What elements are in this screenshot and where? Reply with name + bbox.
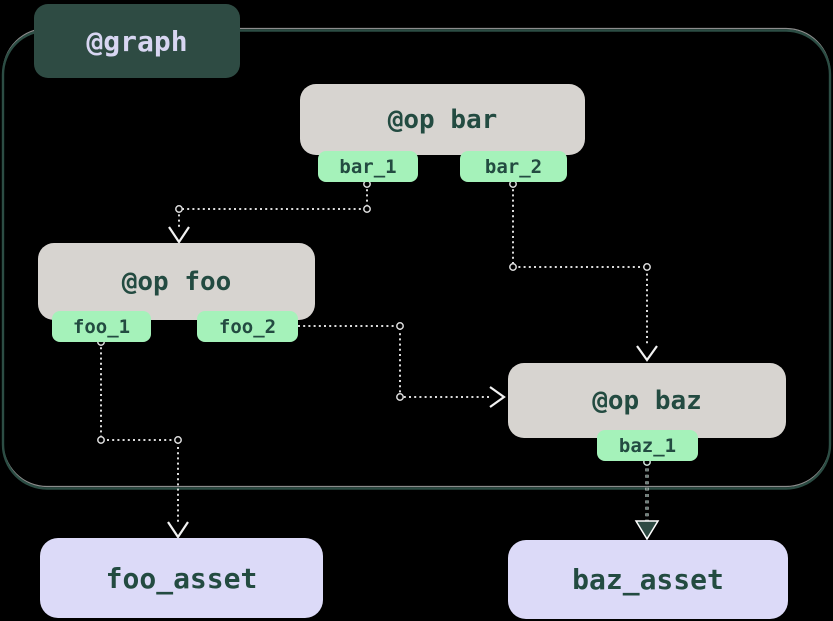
open-arrowhead-down-icon (168, 226, 190, 244)
op-node-baz[interactable]: @op baz (508, 363, 786, 438)
op-node-bar[interactable]: @op bar (300, 84, 585, 155)
output-tag-baz-1[interactable]: baz_1 (597, 430, 698, 461)
output-tag-bar-1[interactable]: bar_1 (318, 151, 418, 182)
output-tag-foo-1[interactable]: foo_1 (52, 311, 151, 342)
edge-bar2-to-baz (509, 180, 658, 362)
open-arrowhead-down-icon (167, 521, 189, 539)
edge-foo2-to-baz (298, 322, 506, 408)
asset-node-baz-asset[interactable]: baz_asset (508, 540, 788, 619)
open-arrowhead-down-icon (636, 345, 658, 362)
asset-node-foo-asset[interactable]: foo_asset (40, 538, 323, 618)
graph-label[interactable]: @graph (34, 4, 240, 78)
open-arrowhead-right-icon (489, 386, 506, 408)
output-tag-bar-2[interactable]: bar_2 (460, 151, 567, 182)
filled-arrowhead-down-icon (634, 520, 660, 541)
edge-foo1-to-foo-asset (97, 338, 189, 539)
graph-container-border (1, 27, 832, 490)
output-tag-foo-2[interactable]: foo_2 (197, 311, 298, 342)
op-node-foo[interactable]: @op foo (38, 243, 315, 320)
edge-bar1-to-foo (168, 180, 371, 244)
edge-baz1-to-baz-asset (634, 458, 660, 541)
